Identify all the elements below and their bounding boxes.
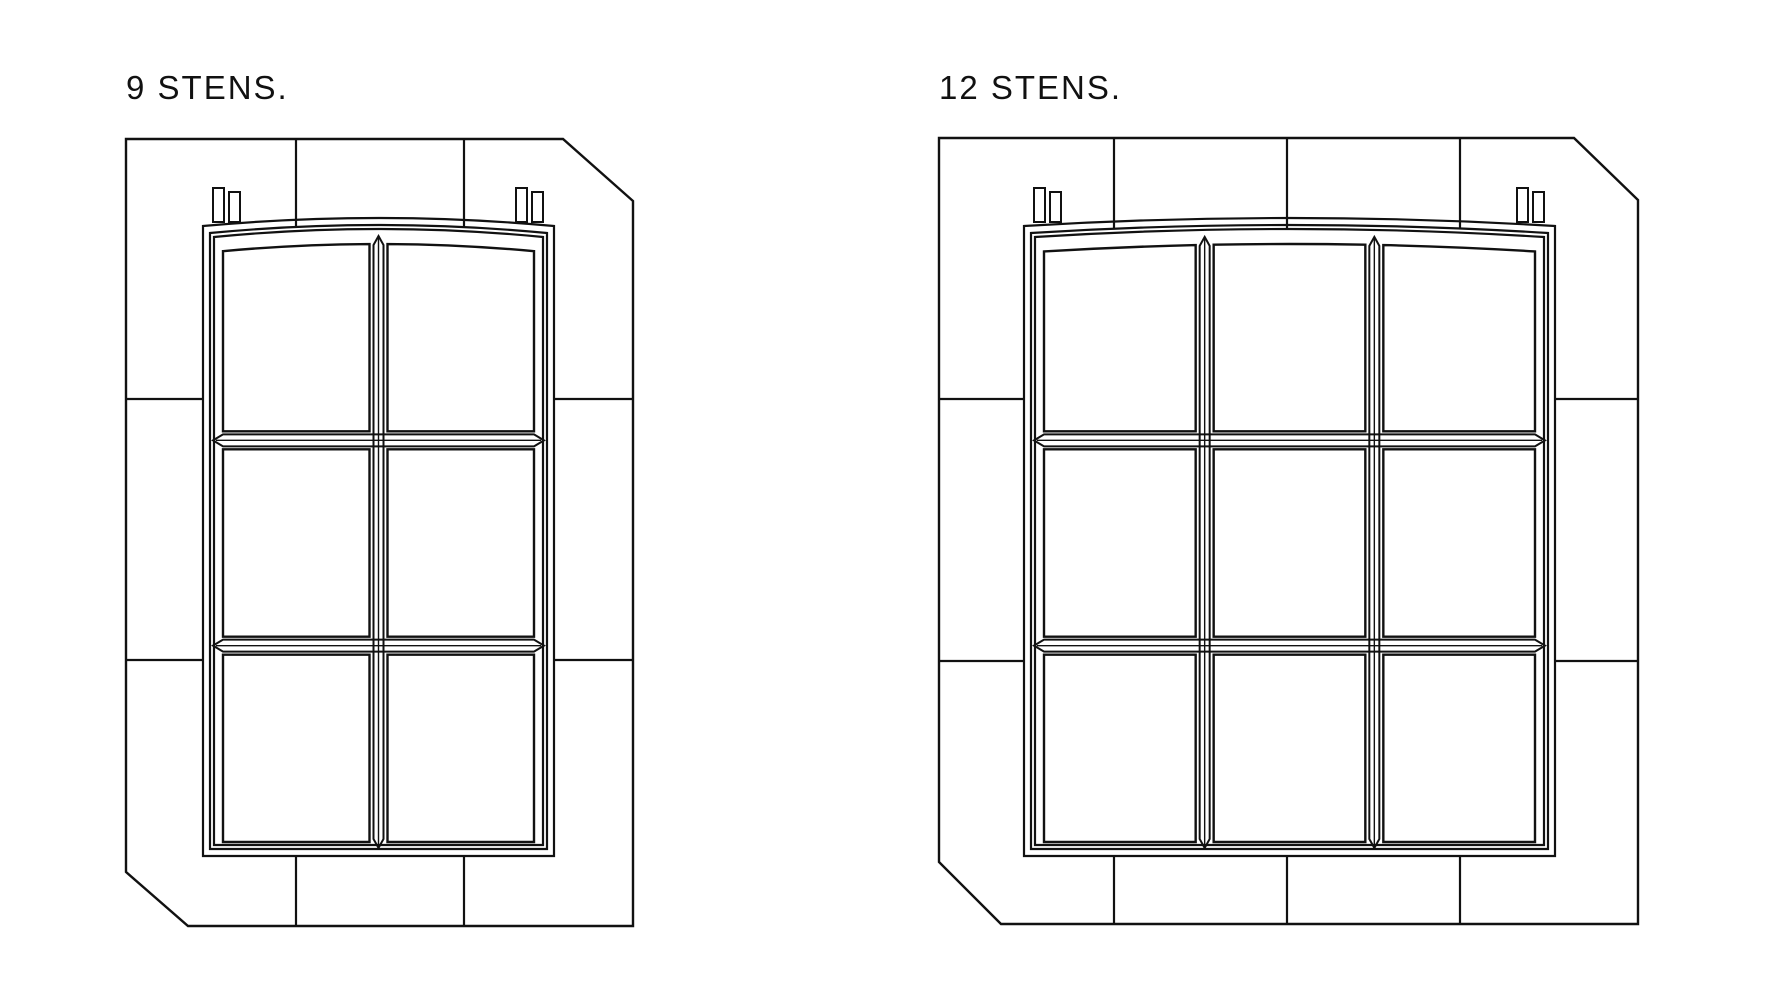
transom-bar	[1034, 434, 1545, 446]
window-frame-outer	[1024, 218, 1555, 856]
stone-surround-outline	[939, 138, 1638, 924]
hinge-pin	[1533, 192, 1544, 222]
glass-pane	[388, 244, 535, 431]
glass-pane	[223, 655, 370, 842]
diagram-9-title: 9 STENS.	[126, 69, 289, 106]
window-frame-middle	[210, 225, 547, 849]
window-frame-middle	[1031, 225, 1548, 849]
glass-pane	[388, 449, 535, 636]
transom-bar	[1034, 640, 1545, 652]
glass-pane	[1214, 449, 1366, 636]
glass-pane	[1214, 244, 1366, 431]
hinge-pin	[229, 192, 240, 222]
diagram-12-stones	[939, 138, 1638, 924]
window-frame-outer	[203, 218, 554, 856]
mullion-bar	[1369, 237, 1379, 848]
diagram-12-title: 12 STENS.	[939, 69, 1123, 106]
transom-bar	[213, 434, 544, 446]
hinge-pin	[532, 192, 543, 222]
hinge-pin	[1050, 192, 1061, 222]
glass-pane	[1214, 655, 1366, 842]
glass-pane	[388, 655, 535, 842]
glass-pane	[1044, 245, 1196, 431]
hinge-pin	[213, 188, 224, 222]
glass-pane	[223, 244, 370, 431]
diagram-9-stones	[126, 139, 633, 926]
stone-surround-outline	[126, 139, 633, 926]
window-frame-inner	[1035, 229, 1544, 845]
glass-pane	[1383, 655, 1535, 842]
window-frame-inner	[214, 229, 543, 845]
hinge-pin	[516, 188, 527, 222]
glass-pane	[1383, 245, 1535, 431]
glass-pane	[1383, 449, 1535, 636]
hinge-pin	[1517, 188, 1528, 222]
glass-pane	[1044, 449, 1196, 636]
glass-pane	[223, 449, 370, 636]
glass-pane	[1044, 655, 1196, 842]
hinge-pin	[1034, 188, 1045, 222]
transom-bar	[213, 640, 544, 652]
mullion-bar	[1200, 237, 1210, 848]
mullion-bar	[374, 236, 384, 848]
